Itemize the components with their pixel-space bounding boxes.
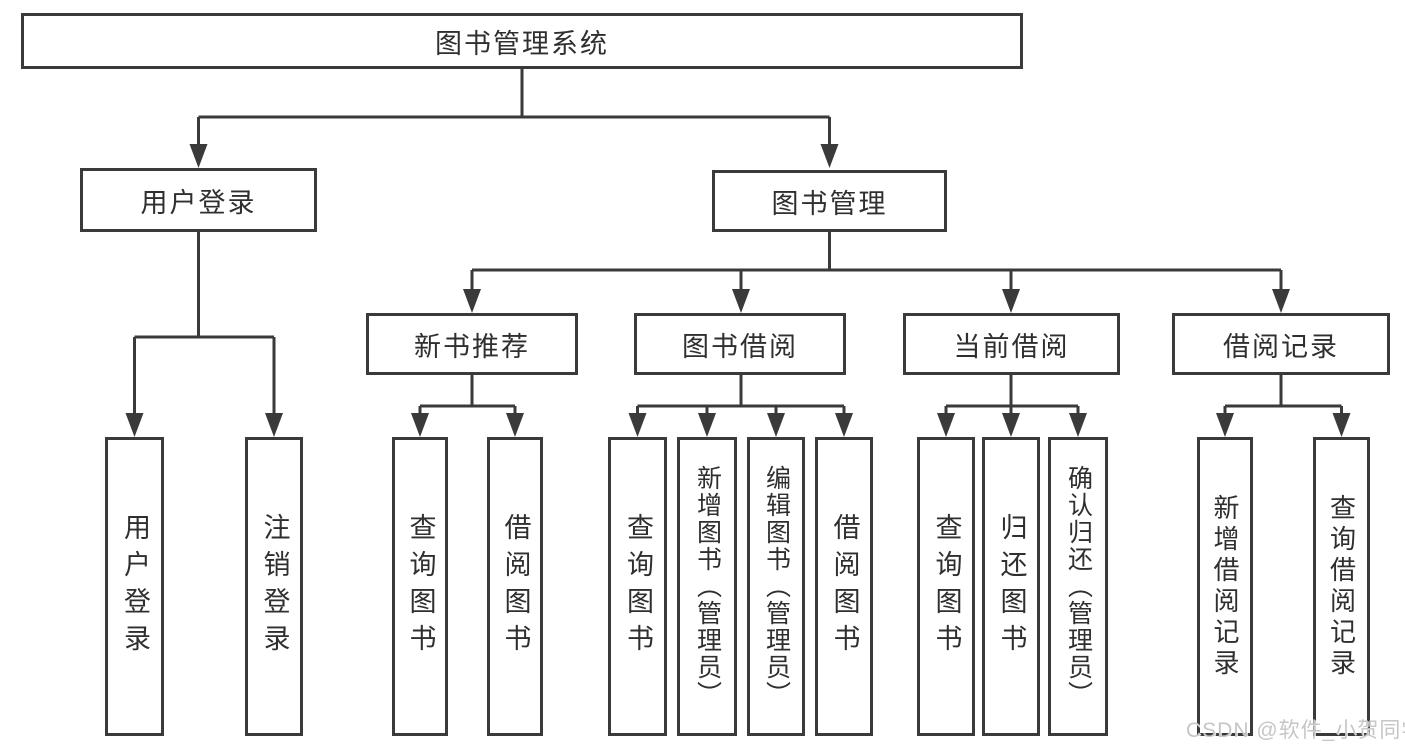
- leaf-current-return-books: 归还图书: [982, 437, 1040, 736]
- node-new-book-recommend: 新书推荐: [366, 313, 578, 375]
- node-current-borrow: 当前借阅: [903, 313, 1120, 375]
- leaf-logout: 注销登录: [245, 437, 303, 736]
- leaf-newbook-borrow-books: 借阅图书: [487, 437, 543, 736]
- connector-new-book: [418, 375, 517, 418]
- connector-current-borrow: [944, 375, 1080, 418]
- connector-book-borrow: [636, 375, 846, 418]
- leaf-user-login: 用户登录: [105, 437, 164, 736]
- node-user-login: 用户登录: [80, 168, 317, 232]
- node-borrow-records: 借阅记录: [1172, 313, 1390, 375]
- csdn-watermark: CSDN @软件_小贺同学: [1186, 719, 1405, 742]
- connector-book-management: [470, 232, 1283, 294]
- leaf-borrow-query-books: 查询图书: [608, 437, 667, 736]
- leaf-current-query-books: 查询图书: [917, 437, 975, 736]
- leaf-records-query-record: 查询借阅记录: [1313, 437, 1370, 736]
- leaf-current-confirm-return-admin: 确认归还（管理员）: [1048, 437, 1108, 736]
- node-book-borrow: 图书借阅: [634, 313, 846, 375]
- connector-user-login: [133, 232, 276, 418]
- leaf-newbook-query-books: 查询图书: [392, 437, 448, 736]
- leaf-borrow-borrow-books: 借阅图书: [815, 437, 873, 736]
- connector-borrow-records: [1223, 375, 1343, 418]
- node-book-management: 图书管理: [712, 170, 947, 232]
- leaf-borrow-add-books-admin: 新增图书（管理员）: [677, 437, 737, 736]
- leaf-borrow-edit-books-admin: 编辑图书（管理员）: [747, 437, 805, 736]
- connector-root: [197, 69, 831, 150]
- leaf-records-add-record: 新增借阅记录: [1197, 437, 1253, 736]
- node-library-system: 图书管理系统: [21, 13, 1023, 69]
